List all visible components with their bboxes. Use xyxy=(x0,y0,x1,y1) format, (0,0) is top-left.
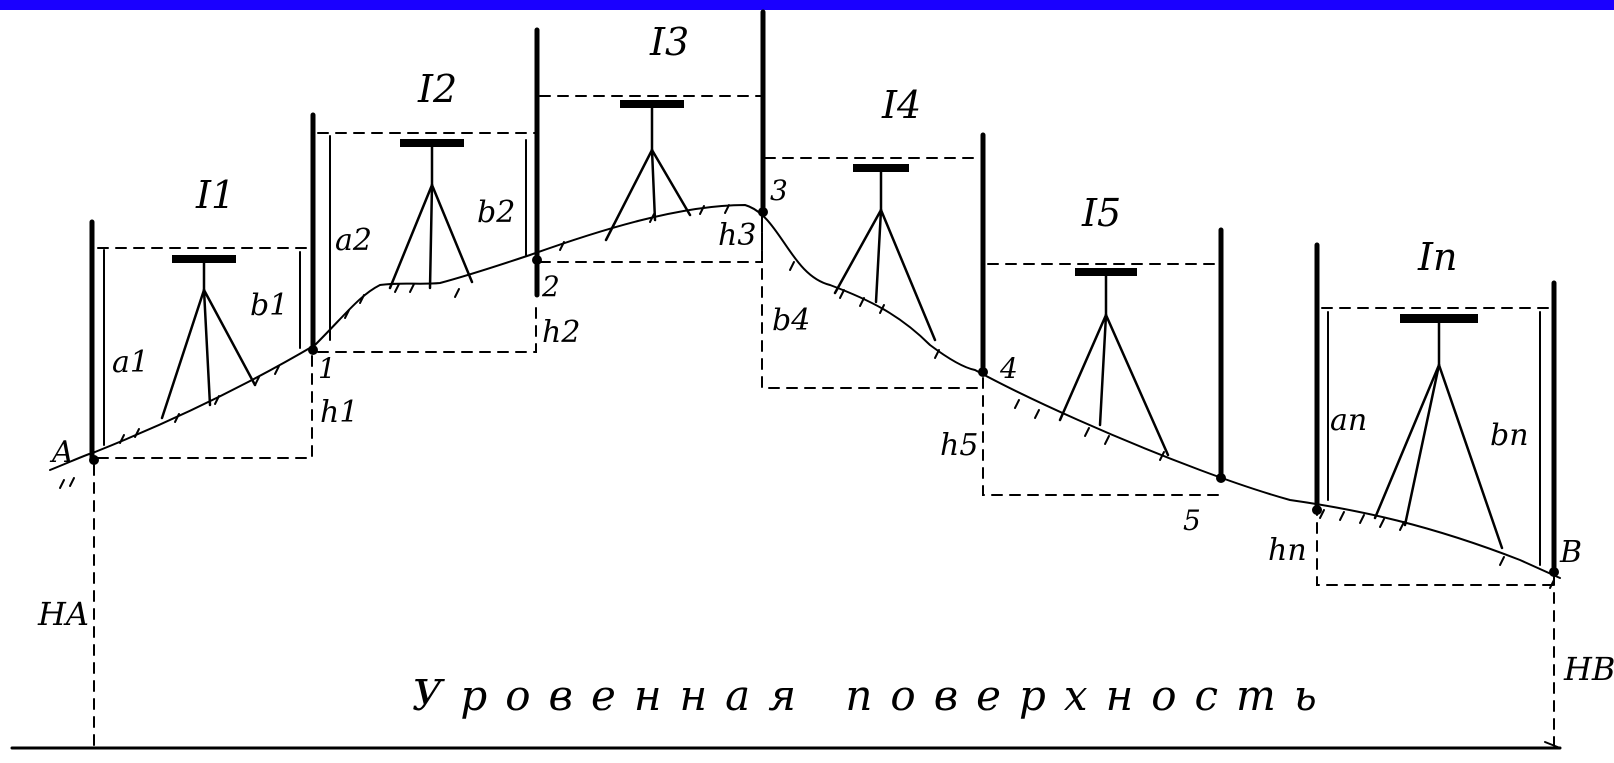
point-markers xyxy=(89,207,1559,577)
height-label-h5: h5 xyxy=(940,428,978,463)
height-lines xyxy=(93,464,1555,746)
point-label-3: 3 xyxy=(770,174,788,207)
tripod-n xyxy=(1373,314,1504,550)
reading-b4: b4 xyxy=(772,303,810,338)
reading-brackets xyxy=(103,135,1541,566)
ground-hatching xyxy=(59,204,1555,589)
tripod-3 xyxy=(604,100,692,242)
station-label-2: I2 xyxy=(417,67,457,111)
height-boxes xyxy=(97,209,1555,586)
tripod-1 xyxy=(160,255,257,420)
height-label-HA: HA xyxy=(37,595,89,633)
ground-profile xyxy=(49,203,1561,579)
point-label-4: 4 xyxy=(999,352,1018,385)
point-label-1: 1 xyxy=(318,352,336,385)
height-label-HB: HB xyxy=(1563,650,1614,688)
tripod-2 xyxy=(388,139,474,290)
reading-an: an xyxy=(1330,403,1367,438)
tripod-4 xyxy=(833,164,937,342)
point-label-A: A xyxy=(49,435,74,470)
reading-b1: b1 xyxy=(250,288,288,323)
reading-a1: a1 xyxy=(112,345,149,380)
level-surface-caption: Уровенная поверхность xyxy=(412,671,1335,720)
station-label-5: I5 xyxy=(1081,191,1121,235)
height-label-h1: h1 xyxy=(320,395,358,430)
reading-bn: bn xyxy=(1490,418,1529,453)
reading-a2: a2 xyxy=(335,223,372,258)
station-label-n: In xyxy=(1417,235,1457,279)
staffs xyxy=(89,9,1557,573)
sight-lines xyxy=(97,95,1551,309)
tripod-5 xyxy=(1058,268,1170,457)
height-label-h2: h2 xyxy=(542,315,580,350)
top-band xyxy=(0,0,1614,10)
point-label-2: 2 xyxy=(541,270,560,303)
station-label-1: I1 xyxy=(195,173,235,217)
height-label-hn: hn xyxy=(1268,533,1307,568)
reading-b2: b2 xyxy=(477,195,515,230)
station-label-3: I3 xyxy=(649,20,689,64)
station-label-4: I4 xyxy=(881,83,921,127)
point-label-B: B xyxy=(1559,535,1582,570)
point-label-5: 5 xyxy=(1183,504,1201,537)
height-label-h3: h3 xyxy=(718,218,756,253)
tripods xyxy=(160,100,1504,550)
